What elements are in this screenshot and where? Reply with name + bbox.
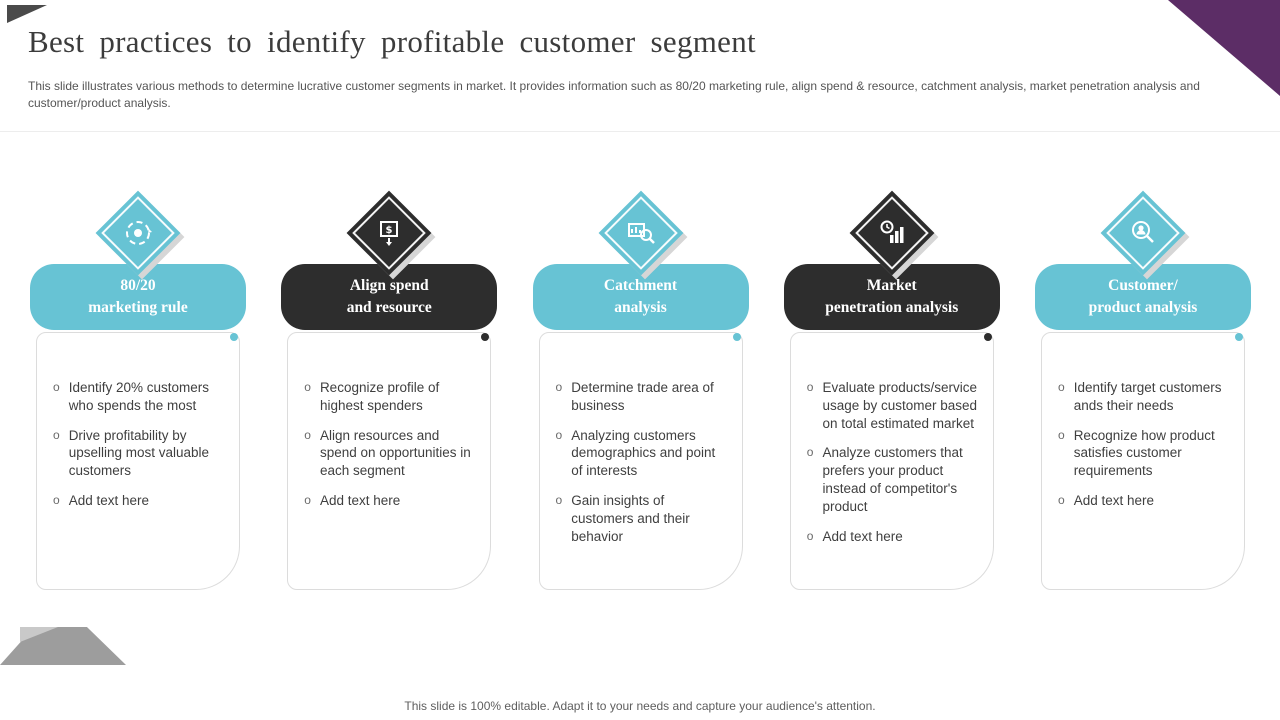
top-left-accent-shape xyxy=(7,5,47,23)
diamond-badge xyxy=(91,186,185,280)
column-card: o Evaluate products/service usage by cust… xyxy=(789,332,994,590)
bullet-marker: o xyxy=(555,493,563,508)
bullet-item: o Identify target customers ands their ne… xyxy=(1058,379,1232,415)
bullet-text: Align resources and spend on opportuniti… xyxy=(319,427,471,479)
bullet-text: Identify 20% customers who spends the mo… xyxy=(68,380,210,413)
column-card: o Recognize profile of highest spenders o… xyxy=(287,332,492,590)
bullet-item: o Determine trade area of business xyxy=(556,379,730,415)
bullet-item: o Add text here xyxy=(1058,492,1232,510)
growth-chart-icon xyxy=(862,203,922,263)
header-divider xyxy=(0,131,1280,132)
bullet-text: Add text here xyxy=(822,528,903,544)
bullet-item: o Recognize profile of highest spenders xyxy=(304,379,478,415)
bullet-item: o Analyzing customers demographics and po… xyxy=(556,427,730,480)
bullet-marker: o xyxy=(806,445,814,460)
bullet-text: Recognize profile of highest spenders xyxy=(319,380,440,413)
dollar-transfer-icon: $ xyxy=(359,203,419,263)
bullet-item: o Evaluate products/service usage by cust… xyxy=(807,379,981,432)
column-card: o Identify target customers ands their ne… xyxy=(1041,332,1245,590)
bullet-marker: o xyxy=(53,427,60,442)
column-header: Market penetration analysis xyxy=(783,264,1000,341)
diamond-badge: $ xyxy=(342,186,436,280)
bullet-text: Evaluate products/service usage by custo… xyxy=(822,380,978,431)
bullet-item: o Gain insights of customers and their be… xyxy=(556,492,730,545)
bullet-item: o Align resources and spend on opportunit… xyxy=(304,427,478,480)
user-magnifier-icon xyxy=(1113,203,1173,263)
bullet-text: Analyzing customers demographics and poi… xyxy=(571,427,716,479)
bullet-text: Add text here xyxy=(1073,493,1154,509)
bullet-item: o Add text here xyxy=(304,492,478,510)
bullet-item: o Add text here xyxy=(807,528,981,546)
bullet-marker: o xyxy=(1058,427,1065,442)
column-customer-product-analysis: Customer/ product analysis o Identify tar… xyxy=(1035,186,1251,590)
bullet-marker: o xyxy=(806,528,814,543)
slide-description: This slide illustrates various methods t… xyxy=(28,79,1200,111)
bullet-item: o Drive profitability by upselling most v… xyxy=(53,427,227,480)
bullet-text: Identify target customers ands their nee… xyxy=(1073,380,1222,413)
bullet-marker: o xyxy=(304,493,311,508)
bottom-left-accent-shape xyxy=(0,627,126,665)
bullet-marker: o xyxy=(806,380,814,394)
column-market-penetration-analysis: Market penetration analysis o Evaluate pr… xyxy=(783,186,1000,590)
bullet-marker: o xyxy=(53,493,60,508)
column-header: Customer/ product analysis xyxy=(1035,264,1251,341)
cycle-target-icon xyxy=(108,203,168,263)
bullet-marker: o xyxy=(53,380,60,394)
bullet-marker: o xyxy=(555,427,563,442)
chart-magnifier-icon xyxy=(611,203,671,263)
bullet-marker: o xyxy=(1058,493,1065,508)
bullet-item: o Identify 20% customers who spends the m… xyxy=(53,379,227,415)
bullet-marker: o xyxy=(304,380,311,394)
bullet-marker: o xyxy=(304,427,311,442)
bullet-text: Determine trade area of business xyxy=(571,380,714,413)
svg-text:$: $ xyxy=(386,225,393,236)
bullet-item: o Recognize how product satisfies custome… xyxy=(1058,427,1232,480)
diamond-badge xyxy=(1096,186,1190,280)
column-card: o Identify 20% customers who spends the m… xyxy=(36,332,240,590)
bullet-marker: o xyxy=(555,380,563,394)
bullet-marker: o xyxy=(1058,380,1065,394)
bullet-text: Analyze customers that prefers your prod… xyxy=(822,445,963,514)
bullet-text: Drive profitability by upselling most va… xyxy=(68,427,210,479)
bullet-text: Add text here xyxy=(68,493,149,509)
bullet-item: o Add text here xyxy=(53,492,227,510)
bullet-text: Recognize how product satisfies customer… xyxy=(1073,427,1215,479)
bullet-text: Add text here xyxy=(319,493,401,509)
diamond-badge xyxy=(594,186,688,280)
page-title: Best practices to identify profitable cu… xyxy=(28,24,756,59)
bullet-text: Gain insights of customers and their beh… xyxy=(571,493,690,544)
footer-note: This slide is 100% editable. Adapt it to… xyxy=(404,699,876,713)
bullet-item: o Analyze customers that prefers your pro… xyxy=(807,444,981,515)
diamond-badge xyxy=(845,186,939,280)
